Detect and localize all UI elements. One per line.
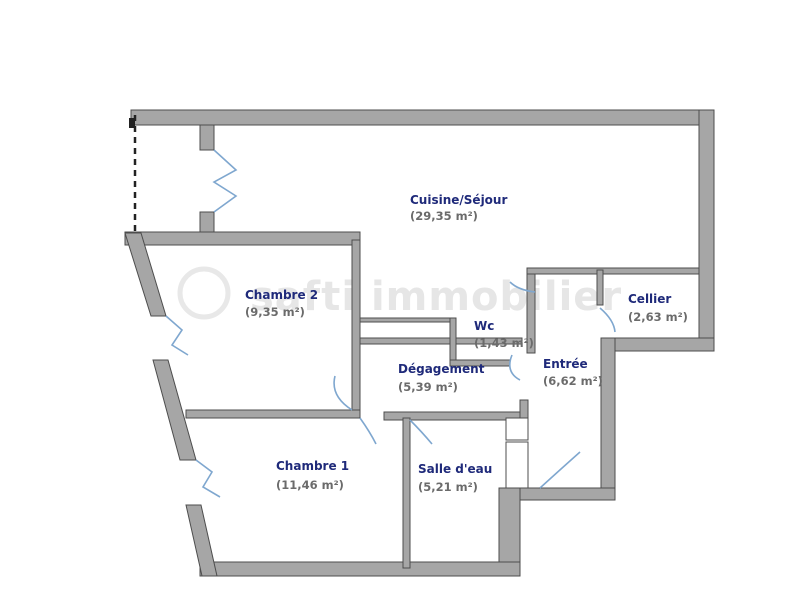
- exterior-walls: [124, 109, 715, 577]
- kitchen-door-swing: [509, 281, 536, 293]
- wall-right-upper: [698, 109, 715, 351]
- room-name: Entrée: [543, 357, 588, 371]
- entry-door-swing: [539, 451, 581, 489]
- room-name: Wc: [474, 319, 494, 333]
- room-area: (29,35 m²): [410, 209, 478, 223]
- room-area: (11,46 m²): [276, 478, 344, 492]
- room-entree: Entrée (6,62 m²): [543, 357, 603, 388]
- balcony-post: [129, 118, 135, 128]
- watermark-logo-icon: [177, 266, 231, 320]
- wall-balcony-jamb-top: [199, 124, 215, 151]
- wall-closet-line: [359, 317, 451, 323]
- room-name: Chambre 2: [245, 288, 318, 302]
- cellier-door-swing: [599, 307, 616, 333]
- chambre2-door-swing: [333, 375, 353, 411]
- room-area: (5,39 m²): [398, 380, 458, 394]
- room-wc: Wc (1,43 m²): [474, 319, 534, 350]
- chambre2-window-swing: [165, 315, 189, 356]
- wall-chambre2-bottom: [185, 409, 361, 419]
- wall-right-lower: [600, 337, 616, 499]
- doors: [165, 149, 616, 498]
- room-area: (1,43 m²): [474, 336, 534, 350]
- room-cellier: Cellier (2,63 m²): [628, 292, 688, 324]
- room-name: Salle d'eau: [418, 462, 492, 476]
- room-name: Cellier: [628, 292, 671, 306]
- room-cuisine-sejour: Cuisine/Séjour (29,35 m²): [410, 193, 507, 223]
- room-area: (2,63 m²): [628, 310, 688, 324]
- wall-cellier-left: [596, 269, 604, 306]
- wall-chambre2-top: [124, 231, 361, 246]
- room-salle-deau: Salle d'eau (5,21 m²): [418, 462, 492, 494]
- interior-walls: [185, 239, 700, 569]
- chambre1-door-swing: [359, 417, 377, 445]
- shaft-1: [505, 417, 529, 441]
- shaft-2: [505, 441, 529, 489]
- wc-door-swing: [509, 354, 521, 381]
- wall-entree-left-lower: [519, 399, 529, 419]
- room-chambre-2: Chambre 2 (9,35 m²): [245, 288, 318, 319]
- wall-wc-left: [449, 317, 457, 364]
- wall-bottom: [199, 561, 521, 577]
- room-degagement: Dégagement (5,39 m²): [398, 362, 485, 394]
- bath-door-swing: [409, 419, 433, 445]
- room-area: (5,21 m²): [418, 480, 478, 494]
- balcony-door-swing: [212, 149, 238, 213]
- room-area: (9,35 m²): [245, 305, 305, 319]
- room-name: Dégagement: [398, 362, 485, 376]
- wall-entree-bottom: [519, 487, 616, 501]
- wall-entree-top: [526, 267, 700, 275]
- wall-chambre2-right: [351, 239, 361, 411]
- chambre1-window-swing: [195, 459, 221, 498]
- room-name: Chambre 1: [276, 459, 349, 473]
- wall-left-seg3: [185, 504, 218, 577]
- watermark: safti immobilier: [177, 266, 622, 320]
- wall-degagement-top: [359, 337, 523, 345]
- watermark-text: safti immobilier: [250, 274, 622, 320]
- room-area: (6,62 m²): [543, 374, 603, 388]
- room-name: Cuisine/Séjour: [410, 193, 507, 207]
- wall-bath-left: [402, 417, 411, 569]
- room-chambre-1: Chambre 1 (11,46 m²): [276, 459, 349, 492]
- wall-right-step: [602, 337, 715, 352]
- wall-top: [130, 109, 715, 126]
